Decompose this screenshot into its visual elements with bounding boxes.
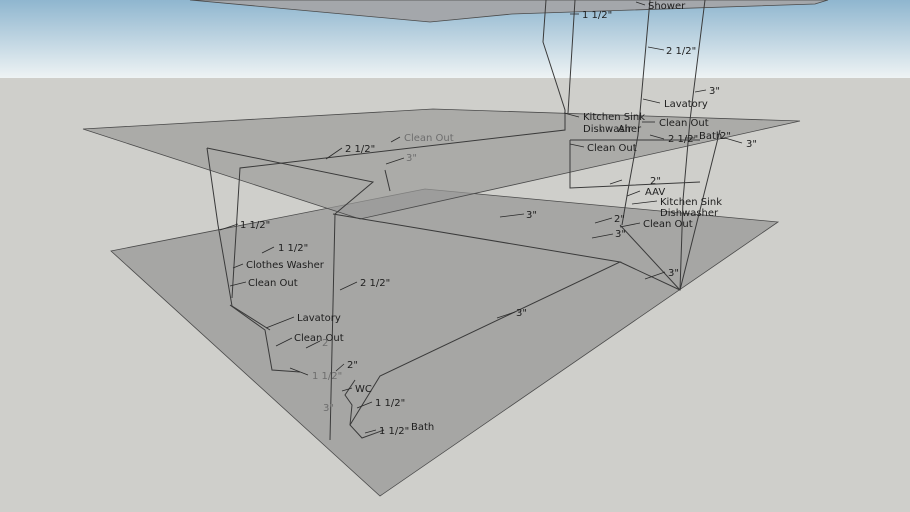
label-pipe-size: 3" [406, 153, 417, 164]
label-pipe-size: 1 1/2" [240, 220, 270, 231]
label-pipe-size: 2" [720, 131, 731, 142]
fixture-labels: Shower 1 1/2" 2 1/2" 3" Lavatory Kitchen… [240, 1, 757, 437]
label-clean-out: Clean Out [248, 278, 298, 289]
label-lavatory: Lavatory [664, 99, 708, 110]
label-dishwasher: Dishwasher [660, 208, 719, 219]
label-clothes-washer: Clothes Washer [246, 260, 325, 271]
label-pipe-size: 1 1/2" [375, 398, 405, 409]
label-pipe-size: 3" [526, 210, 537, 221]
label-clean-out: Clean Out [587, 143, 637, 154]
label-pipe-size: 3" [323, 403, 334, 414]
label-pipe-size: 2 1/2" [360, 278, 390, 289]
middle-floor-plane [82, 108, 801, 220]
label-pipe-size: 1 1/2" [582, 10, 612, 21]
label-clean-out: Clean Out [659, 118, 709, 129]
label-leaders [219, 1, 743, 434]
label-pipe-size: 2" [347, 360, 358, 371]
label-bath: Bath [411, 422, 434, 433]
label-pipe-size: 2" [650, 176, 661, 187]
label-bath: Bath [699, 131, 722, 142]
label-lavatory: Lavatory [297, 313, 341, 324]
label-pipe-size: 3" [615, 229, 626, 240]
label-pipe-size: 1 1/2" [312, 371, 342, 382]
label-clean-out: Clean Out [404, 133, 454, 144]
label-pipe-size: 1 1/2" [379, 426, 409, 437]
pipe-network [206, 0, 721, 441]
upper-floor-plane [189, 0, 829, 23]
label-air: Air [618, 124, 633, 135]
label-pipe-size: 3" [709, 86, 720, 97]
label-kitchen-sink: Kitchen Sink [660, 197, 722, 208]
label-clean-out: Clean Out [294, 333, 344, 344]
label-pipe-size: 1 1/2" [278, 243, 308, 254]
label-pipe-size: 2 [322, 338, 328, 349]
label-pipe-size: 2 1/2" [666, 46, 696, 57]
label-kitchen-sink: Kitchen Sink [583, 112, 645, 123]
label-pipe-size: 2 1/2" [668, 134, 698, 145]
label-aav: AAV [645, 187, 665, 198]
label-wc: WC [355, 384, 372, 395]
label-pipe-size: 3" [746, 139, 757, 150]
label-pipe-size: 3" [516, 308, 527, 319]
label-clean-out: Clean Out [643, 219, 693, 230]
label-dishwasher: Dishwasher [583, 124, 642, 135]
label-shower: Shower [648, 1, 686, 12]
label-pipe-size: 3" [668, 268, 679, 279]
label-pipe-size: 2 1/2" [345, 144, 375, 155]
label-pipe-size: 2" [614, 214, 625, 225]
